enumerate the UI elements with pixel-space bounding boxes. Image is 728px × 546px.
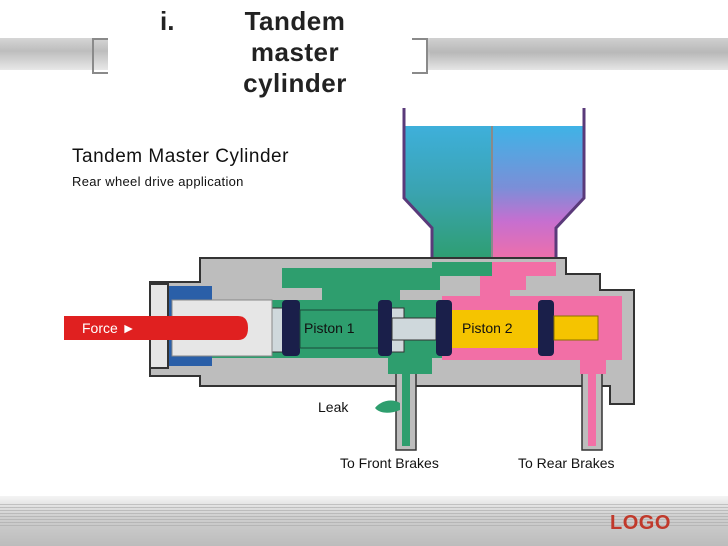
diagram-subtitle: Rear wheel drive application	[72, 174, 244, 189]
piston-2	[436, 300, 554, 356]
force-label: Force ►	[82, 320, 136, 336]
header-title-area	[108, 30, 428, 80]
title-bracket-left	[92, 38, 108, 74]
footer-stripes	[0, 504, 728, 526]
slide-title: Tandem master cylinder	[243, 6, 347, 98]
slide-number: i.	[160, 6, 175, 36]
piston-2-label: Piston 2	[462, 320, 513, 336]
diagram-title: Tandem Master Cylinder	[72, 146, 289, 167]
fluid-reservoir	[402, 108, 586, 262]
front-brakes-label: To Front Brakes	[340, 455, 439, 471]
title-clip: Tandem master cylinder	[200, 0, 390, 101]
logo: LOGO	[610, 512, 671, 534]
header-bar-right	[430, 38, 728, 70]
push-rod	[64, 316, 248, 340]
title-bracket-right	[412, 38, 428, 74]
rear-brakes-label: To Rear Brakes	[518, 455, 614, 471]
piston-1	[282, 300, 392, 356]
leak-drop-icon	[375, 400, 400, 413]
piston-1-label: Piston 1	[304, 320, 355, 336]
leak-label: Leak	[318, 399, 349, 415]
